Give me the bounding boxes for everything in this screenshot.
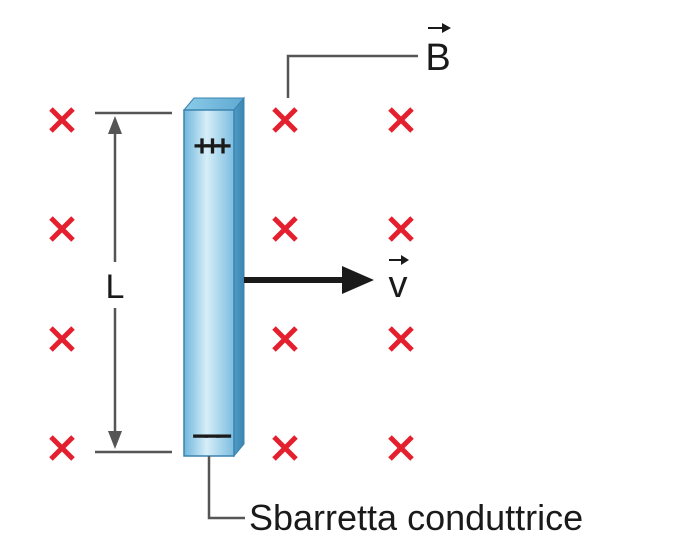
field-cross-icon [49,326,75,352]
velocity-arrowhead [342,266,374,294]
field-cross-icon [388,216,414,242]
field-cross-icon [272,326,298,352]
field-cross-stroke [49,107,75,133]
length-dimension: L [95,111,172,454]
rod-callout-line [207,456,245,520]
field-cross-stroke [272,326,298,352]
length-label: L [106,268,125,306]
field-cross-icon [49,435,75,461]
velocity-vector-arrowhead [401,255,409,265]
magnetic-field-vector-arrowhead [442,23,451,33]
velocity-label: v [389,264,408,306]
field-cross-stroke [272,107,298,133]
field-cross-stroke [388,435,414,461]
field-cross-icon [272,435,298,461]
negative-charges: −−− [192,420,232,453]
field-cross-stroke [272,435,298,461]
magnetic-field-crosses [49,107,414,461]
velocity-arrow [244,266,374,294]
field-cross-stroke [49,326,75,352]
field-cross-icon [272,216,298,242]
field-cross-stroke [388,216,414,242]
velocity-label-group: v [389,255,409,306]
field-callout-line [286,54,418,98]
field-cross-icon [388,107,414,133]
length-arrowhead-up [108,116,122,134]
rod-side-face [233,96,245,458]
length-arrowhead-down [108,431,122,449]
rod-front-face [183,109,235,457]
rod-label: Sbarretta conduttrice [249,497,583,538]
field-cross-icon [272,107,298,133]
field-cross-stroke [388,326,414,352]
field-cross-icon [49,216,75,242]
magnetic-field-label: B [425,37,450,79]
field-cross-stroke [49,216,75,242]
magnetic-field-label-group: B [425,23,451,79]
field-cross-stroke [49,435,75,461]
field-cross-icon [388,435,414,461]
field-cross-icon [388,326,414,352]
conducting-rod: +++ −−− [182,96,246,458]
field-cross-icon [49,107,75,133]
field-cross-stroke [388,107,414,133]
field-cross-stroke [272,216,298,242]
